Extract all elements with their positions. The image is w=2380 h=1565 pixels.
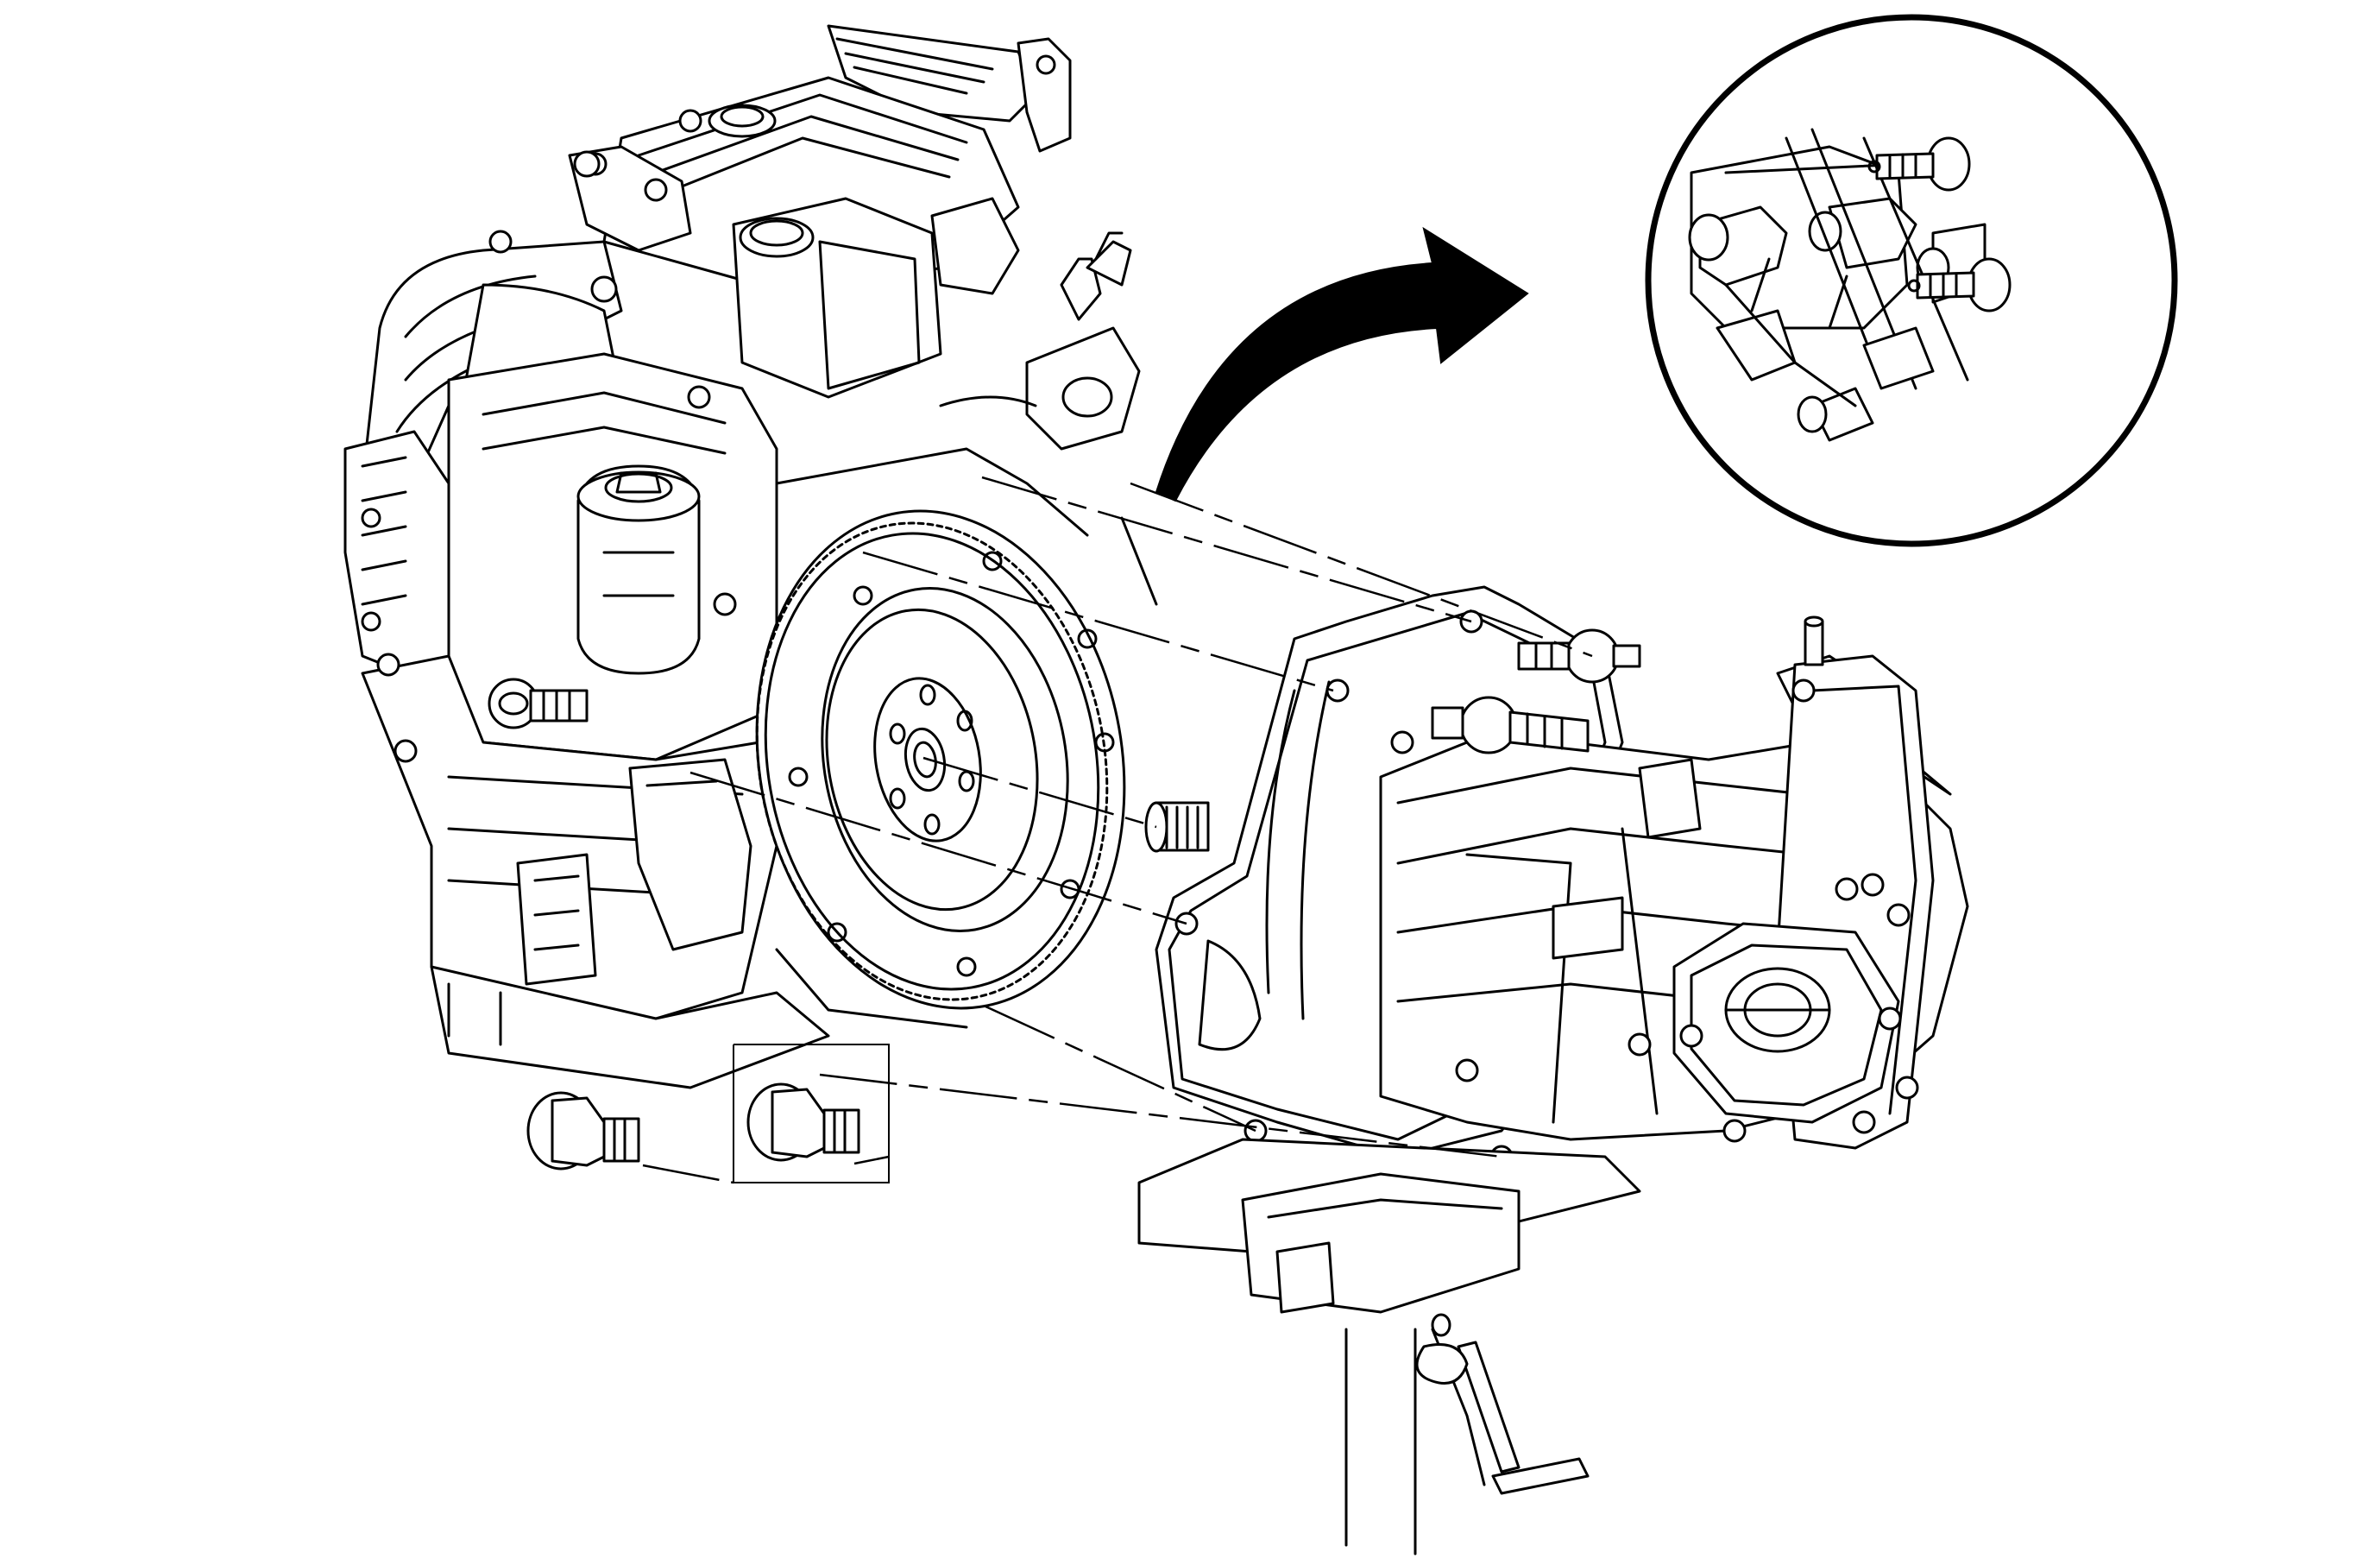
jack-icon bbox=[1137, 1138, 1641, 1556]
engine-icon bbox=[343, 24, 1141, 1089]
transaxle-icon bbox=[1144, 585, 1969, 1212]
curved-arrow-icon bbox=[1155, 226, 1529, 502]
magnifier-circle-icon bbox=[1645, 14, 2178, 547]
alignment-lines bbox=[689, 476, 1593, 1158]
bolt-icon bbox=[746, 1082, 860, 1162]
bolt-icon bbox=[526, 1091, 640, 1171]
lower-bolts bbox=[526, 1044, 890, 1184]
bolt-icon bbox=[1867, 136, 1971, 192]
flywheel-icon bbox=[755, 447, 1158, 1029]
bolt-icon bbox=[1907, 257, 2012, 312]
